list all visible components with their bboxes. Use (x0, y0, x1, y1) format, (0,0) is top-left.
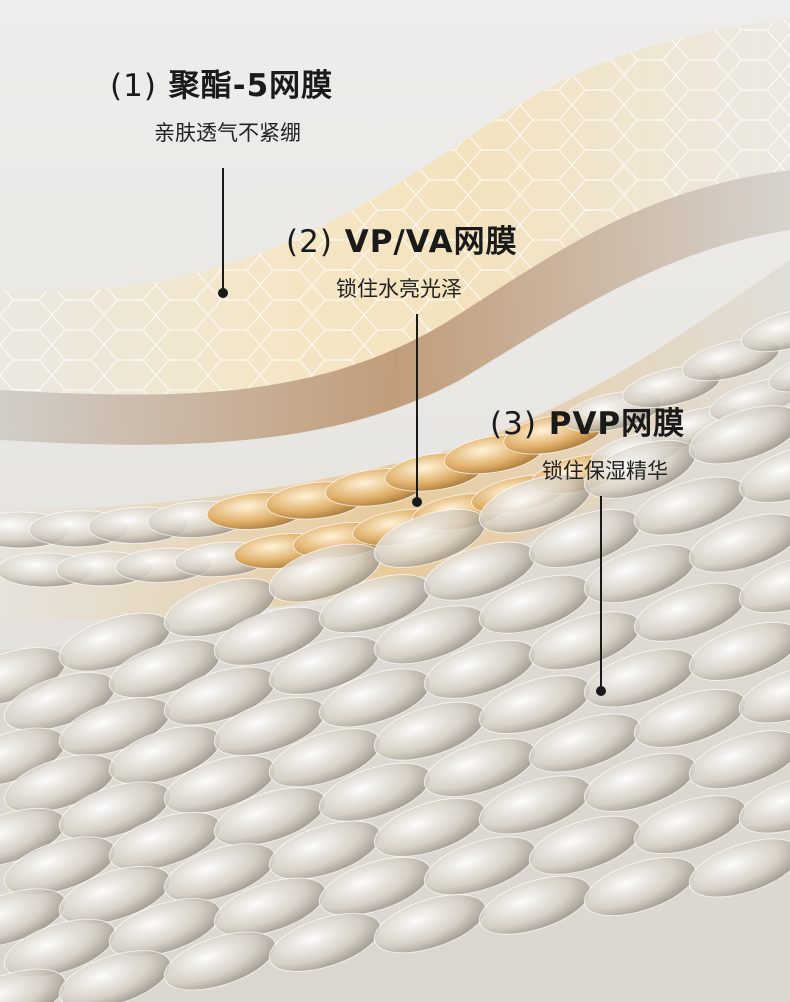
layer-3-pointer-dot (596, 686, 606, 696)
capsule-cell (688, 621, 790, 681)
capsule-cell (688, 730, 790, 790)
layer-3-number: (3) (490, 406, 537, 442)
layer-1-pointer-line (222, 168, 224, 292)
capsule-cell (740, 307, 790, 353)
capsule-cell (583, 857, 697, 917)
layer-3-pointer-line (600, 496, 602, 690)
capsule-cell (738, 664, 790, 724)
capsule-cell (768, 347, 790, 393)
layer-3-name: PVP网膜 (548, 406, 686, 442)
layer-1-pointer-dot (218, 288, 228, 298)
capsule-cell (0, 968, 67, 1002)
capsule-cell (688, 405, 790, 465)
layer-3-description: 锁住保湿精华 (542, 459, 668, 483)
capsule-cell (738, 443, 790, 503)
layer-2-name: VP/VA网膜 (344, 224, 518, 260)
capsule-cell (478, 875, 592, 935)
layer-2-description: 锁住水亮光泽 (336, 277, 462, 301)
layer-3-label: (3) PVP网膜 锁住保湿精华 (490, 398, 685, 485)
layer-1-label: (1) 聚酯-5网膜 亲肤透气不紧绷 (110, 60, 333, 147)
capsule-cell (163, 931, 277, 991)
capsule-cell (688, 838, 790, 898)
capsule-cell (738, 554, 790, 614)
capsule-cell (268, 912, 382, 972)
layer-2-label: (2) VP/VA网膜 锁住水亮光泽 (286, 216, 518, 303)
layer-2-pointer-dot (412, 497, 422, 507)
layer-1-name: 聚酯-5网膜 (168, 68, 334, 104)
layer-2-number: (2) (286, 224, 333, 260)
capsule-cell (738, 774, 790, 834)
capsule-cell (688, 513, 790, 573)
layer-1-description: 亲肤透气不紧绷 (154, 121, 301, 145)
capsule-cell (373, 894, 487, 954)
layer-2-pointer-line (416, 314, 418, 500)
layer-1-number: (1) (110, 68, 157, 104)
capsule-cell (58, 950, 172, 1002)
